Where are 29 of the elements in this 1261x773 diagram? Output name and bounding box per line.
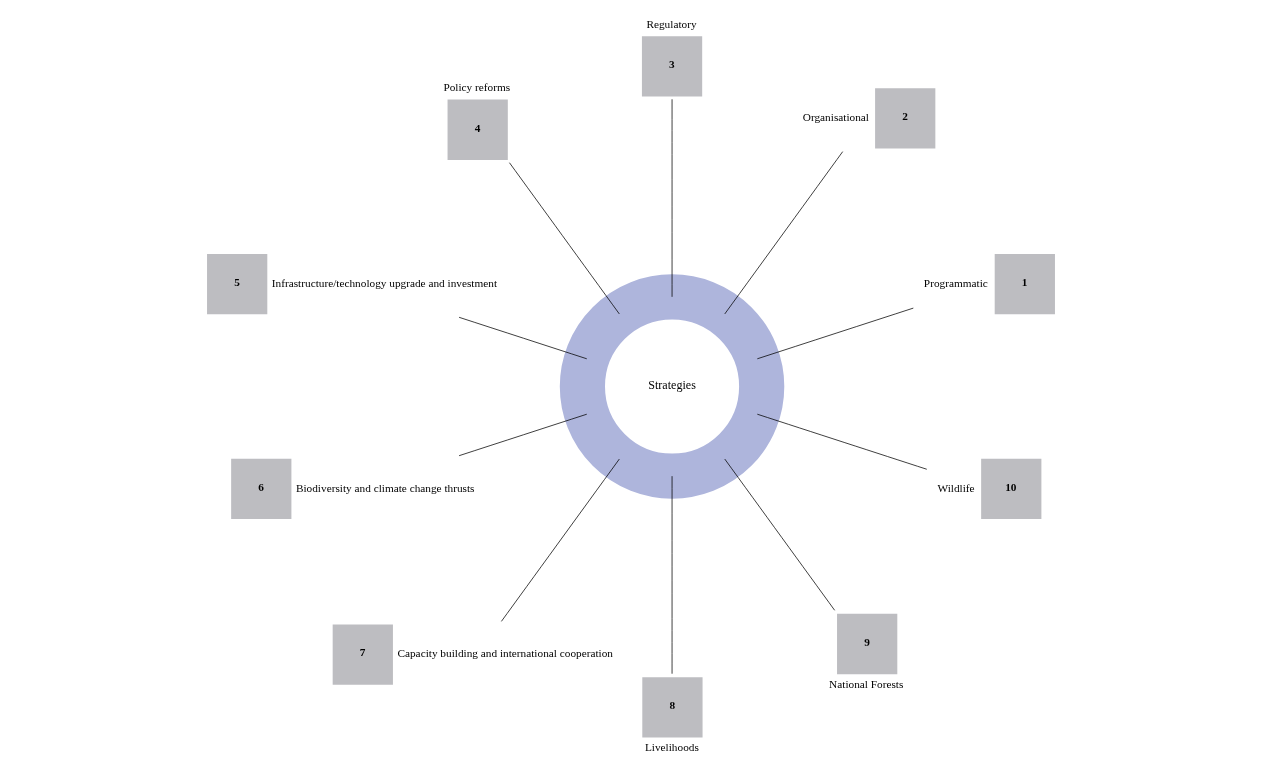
node-label: Wildlife [936,481,975,494]
connector [723,151,843,315]
node-label: Policy reforms [442,81,510,94]
node-label: National Forests [828,677,903,690]
connector [723,458,835,611]
connector [458,413,587,457]
node-box: 1 [994,254,1055,315]
node-label: Organisational [802,111,869,124]
node-box: 9 [836,613,897,675]
connector [500,458,620,622]
node-box: 7 [332,624,393,685]
node-box: 6 [230,458,291,519]
node-box: 8 [641,677,703,738]
connector [756,413,927,470]
node-label: Regulatory [645,18,697,31]
node-label: Capacity building and international cooperation [396,647,613,660]
node-label: Livelihoods [644,740,699,753]
node-box: 4 [447,99,508,160]
connector [508,162,620,315]
connector [756,307,914,360]
node-box: 5 [206,254,267,315]
node-label: Programmatic [923,276,988,289]
node-label: Biodiversity and climate change thrusts [295,481,475,494]
node-label: Infrastructure/technology upgrade and investment [271,276,497,289]
node-box: 3 [641,36,702,97]
connector [458,316,587,360]
node-box: 10 [980,458,1041,519]
node-box: 2 [874,88,935,149]
node-circle: Strategies [559,274,784,499]
